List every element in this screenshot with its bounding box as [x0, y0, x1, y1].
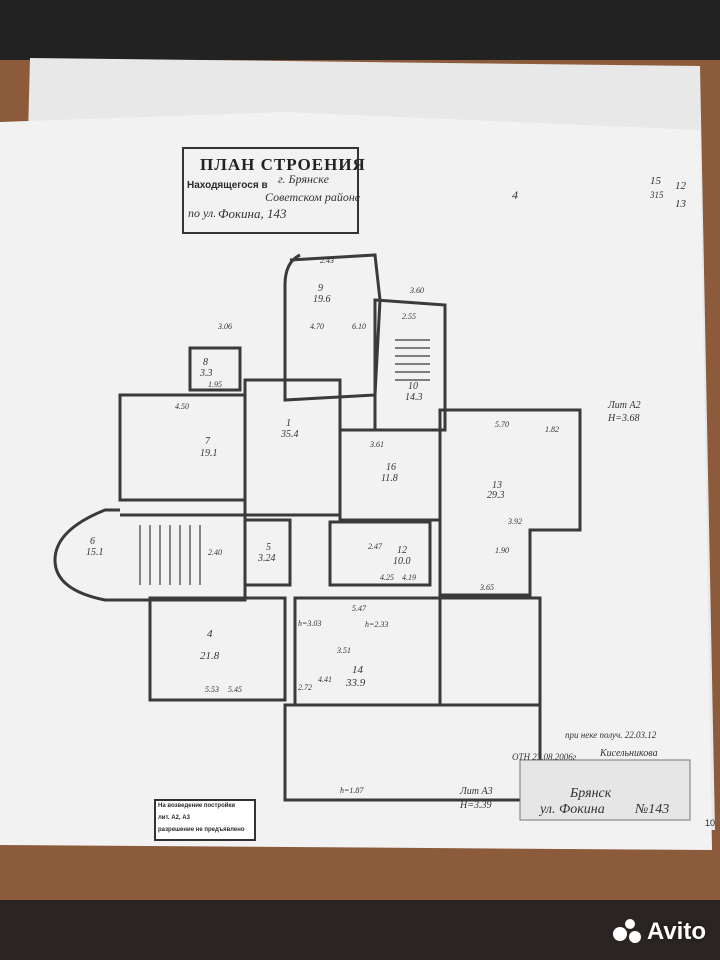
- avito-dots-icon: [612, 919, 643, 945]
- signature-note-2: при неке получ. 22.03.12: [565, 730, 657, 740]
- dim-14: 1.90: [495, 546, 509, 555]
- room-10-id: 10: [408, 381, 418, 392]
- dim-3: 4.70: [310, 322, 324, 331]
- corner-number-2: 12: [675, 180, 686, 192]
- title-stamp-box: [182, 147, 359, 234]
- room-13-area: 29.3: [487, 490, 505, 501]
- room-12-id: 12: [397, 545, 407, 556]
- dim-11: 3.61: [370, 440, 384, 449]
- east-annex-wall: [440, 596, 542, 705]
- dim-24: 4.19: [402, 573, 416, 582]
- permission-line-1: На возведение постройки: [158, 803, 236, 809]
- room-16-area: 11.8: [381, 473, 398, 484]
- corner-number-1: 15: [650, 175, 661, 187]
- avito-wordmark: Avito: [646, 918, 706, 945]
- room-9-area: 19.6: [313, 294, 331, 305]
- room-4-id: 4: [207, 628, 213, 640]
- dim-6: 3.06: [218, 322, 232, 331]
- signature-note: ОТН 23.08.2006г: [512, 752, 577, 762]
- permission-stamp: [154, 799, 256, 841]
- room-12-wall: [328, 520, 432, 587]
- room-8-wall: [188, 346, 242, 392]
- dim-22: 3.65: [480, 583, 494, 592]
- corner-number-4: 13: [675, 198, 686, 210]
- dim-16: 3.51: [337, 646, 351, 655]
- location-street-label: по ул.: [188, 206, 217, 220]
- room-4-area: 21.8: [200, 650, 220, 662]
- room-14-area: 33.9: [346, 677, 366, 689]
- room-1-area: 35.4: [281, 429, 299, 440]
- dim-20: 5.45: [228, 685, 242, 694]
- dim-4: 6.10: [352, 322, 366, 331]
- footer-number: №143: [635, 802, 670, 817]
- dark-folder-top: [0, 0, 720, 60]
- room-16-id: 16: [386, 462, 396, 473]
- page-number: 10: [705, 818, 716, 828]
- corner-number-5: 4: [512, 188, 518, 202]
- dim-5: 2.55: [402, 312, 416, 321]
- lit-a3-height: Н=3.39: [460, 800, 492, 811]
- room-6-id: 6: [90, 536, 95, 547]
- dim-12: 2.47: [368, 542, 382, 551]
- dim-25: h=3.03: [298, 619, 322, 628]
- stairs: [139, 339, 430, 585]
- room-14-id: 14: [352, 664, 363, 676]
- plan-sheet: [0, 112, 712, 850]
- room-5-wall: [243, 518, 292, 587]
- dim-2: 3.60: [410, 286, 424, 295]
- location-district: Советском районе: [265, 190, 361, 204]
- dim-19: 5.53: [205, 685, 219, 694]
- dim-7: 4.50: [175, 402, 189, 411]
- corner-number-3: 315: [650, 190, 664, 200]
- dim-13: 3.92: [508, 517, 522, 526]
- room-9-id: 9: [318, 283, 323, 294]
- lit-a2-height: Н=3.68: [608, 413, 640, 424]
- dim-9: 5.70: [495, 420, 509, 429]
- room-7-id: 7: [205, 436, 210, 447]
- dim-17: 2.72: [298, 683, 312, 692]
- lit-a2-label: Лит А2: [608, 400, 641, 411]
- room-9-wall: [283, 253, 382, 402]
- room-8-id: 8: [203, 357, 208, 368]
- avito-logo: Avito: [612, 918, 706, 946]
- room-13-id: 13: [492, 480, 502, 491]
- bti-stamp: [519, 759, 691, 821]
- dim-1: 2.43: [320, 256, 334, 265]
- room-12-area: 10.0: [393, 556, 411, 567]
- room-5-id: 5: [266, 542, 271, 553]
- signature-name: Кисельникова: [600, 748, 658, 759]
- dim-10: 1.82: [545, 425, 559, 434]
- room-5-area: 3.24: [258, 553, 276, 564]
- room-10-wall: [373, 298, 447, 432]
- permission-line-2: лит. А2, А3: [158, 815, 190, 821]
- lit-a3-label: Лит А3: [460, 786, 493, 797]
- dim-23: 4.25: [380, 573, 394, 582]
- room-8-area: 3.3: [200, 368, 213, 379]
- location-label: Находящегося в: [187, 180, 268, 191]
- dim-21: 2.40: [208, 548, 222, 557]
- location-street: Фокина, 143: [218, 206, 287, 221]
- permission-line-3: разрешение не предъявлено: [158, 827, 245, 833]
- location-city: г. Брянске: [278, 172, 329, 186]
- room-6-wall: [53, 508, 247, 602]
- room-1-id: 1: [286, 418, 291, 429]
- dim-15: 5.47: [352, 604, 366, 613]
- dim-8: 1.95: [208, 380, 222, 389]
- dark-folder-bottom: [0, 900, 720, 960]
- room-6-area: 15.1: [86, 547, 104, 558]
- dim-27: h=1.87: [340, 786, 364, 795]
- footer-street: ул. Фокина: [540, 802, 605, 817]
- room-7-area: 19.1: [200, 448, 218, 459]
- room-4-wall: [148, 596, 287, 702]
- dim-26: h=2.33: [365, 620, 389, 629]
- room-10-area: 14.3: [405, 392, 423, 403]
- document-title: ПЛАН СТРОЕНИЯ: [200, 155, 366, 174]
- room-13-wall: [438, 408, 582, 597]
- dim-18: 4.41: [318, 675, 332, 684]
- footer-city: Брянск: [570, 786, 612, 801]
